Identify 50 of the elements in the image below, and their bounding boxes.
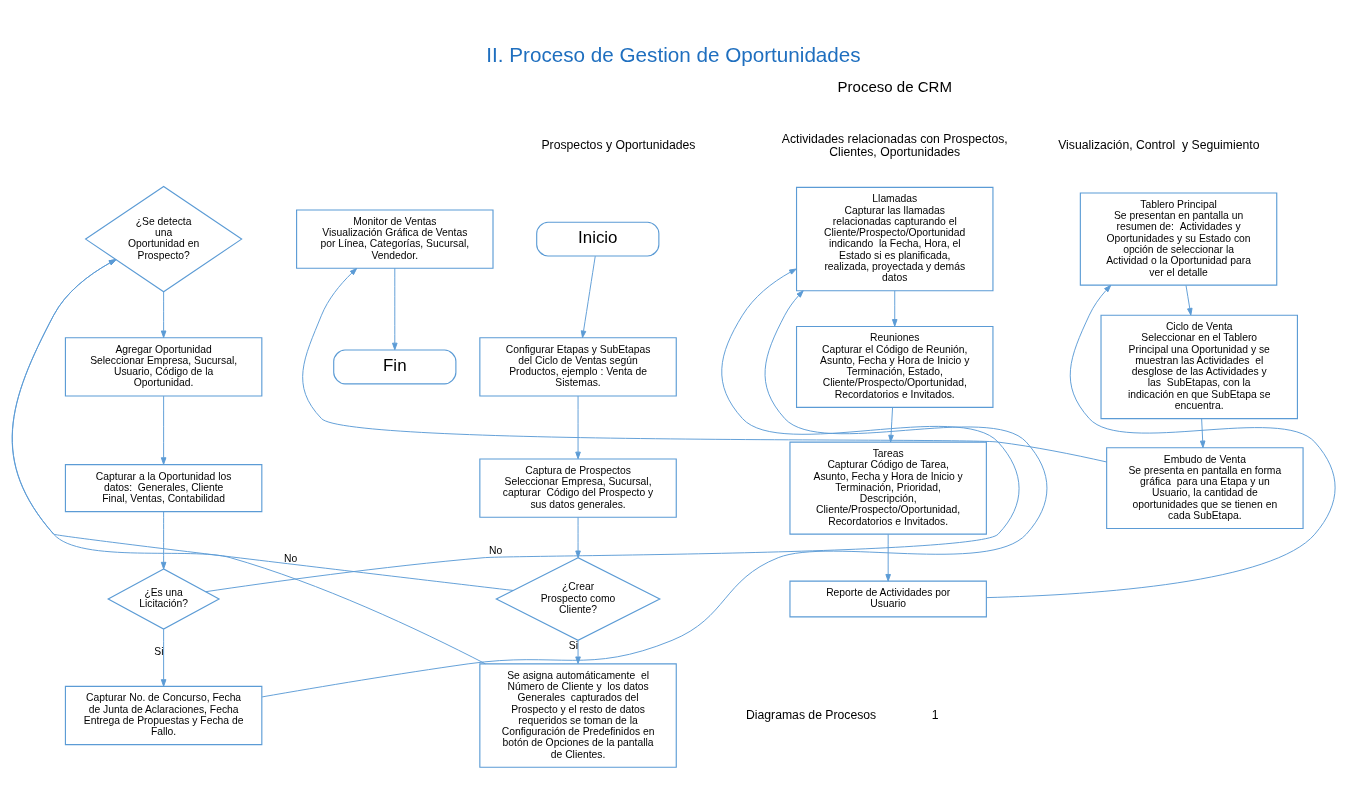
diagram-title: II. Proceso de Gestion de Oportunidades bbox=[486, 42, 861, 66]
node-box: Fin bbox=[333, 348, 457, 384]
arrow bbox=[160, 510, 167, 569]
arrow bbox=[12, 258, 486, 664]
node-box: Agregar Oportunidad Seleccionar Empresa, Sucursal, Usuario, Código de la Oportunidad. bbox=[64, 336, 263, 397]
node-box: Captura de Prospectos Seleccionar Empresa, Sucursal, capturar Código del Prospecto y sus datos generales. bbox=[479, 457, 677, 518]
node-diamond: ¿Se detecta una Oportunidad en Prospecto? bbox=[84, 185, 243, 292]
label: Actividades relacionadas con Prospectos, Clientes, Oportunidades bbox=[781, 131, 1008, 159]
label: Prospectos y Oportunidades bbox=[541, 137, 696, 152]
node-box: Tareas Capturar Código de Tarea, Asunto, Fecha y Hora de Inicio y Terminación, Prioridad, Descripción, Cliente/Prospecto/Oportunidad, Recordatorios e Invitados. bbox=[789, 441, 987, 535]
arrow bbox=[160, 291, 167, 338]
node-box: Configurar Etapas y SubEtapas del Ciclo de Ventas según Productos, ejemplo : Venta de Sistemas. bbox=[479, 336, 677, 397]
node-box: Inicio bbox=[536, 221, 660, 257]
arrow bbox=[1199, 417, 1206, 448]
node-diamond: ¿Es una Licitación? bbox=[107, 567, 221, 630]
arrow bbox=[985, 284, 1336, 598]
node-box: Ciclo de Venta Seleccionar en el Tablero Principal una Oportunidad y se muestran las Actividades el desglose de las Actividades y las SubEtapas, con la indicación en que SubEtapa se encuentra. bbox=[1100, 314, 1298, 419]
label: Proceso de CRM bbox=[837, 77, 952, 95]
arrow bbox=[891, 289, 898, 327]
edge-label: Si bbox=[568, 639, 578, 651]
node-box: Capturar No. de Concurso, Fecha de Junta de Aclaraciones, Fecha Entrega de Propuestas y Fecha de Fallo. bbox=[64, 685, 263, 745]
node-box: Embudo de Venta Se presenta en pantalla en forma gráfica para una Etapa y un Usuario, la cantidad de oportunidades que se tienen en cada SubEtapa. bbox=[1106, 446, 1304, 529]
node-diamond: ¿Crear Prospecto como Cliente? bbox=[495, 556, 662, 641]
node-box: Reuniones Capturar el Código de Reunión, Asunto, Fecha y Hora de Inicio y Terminación, Estado, Cliente/Prospecto/Oportunidad, Recordatorios e Invitados. bbox=[795, 325, 994, 408]
arrow bbox=[160, 628, 167, 687]
arrow bbox=[205, 268, 1020, 592]
node-box: Monitor de Ventas Visualización Gráfica de Ventas por Línea, Categorías, Sucursal, Vendedor. bbox=[296, 208, 494, 269]
node-box: Tablero Principal Se presentan en pantalla un resumen de: Actividades y Oportunidades y su Estado con opción de seleccionar la Actividad o la Oportunidad para ver el detalle bbox=[1079, 192, 1278, 286]
label: Visualización, Control y Seguimiento bbox=[1058, 137, 1260, 152]
label: Diagramas de Procesos bbox=[745, 707, 877, 722]
arrow bbox=[261, 289, 1048, 697]
arrow bbox=[302, 267, 1108, 462]
arrow bbox=[580, 255, 596, 338]
arrow bbox=[11, 258, 514, 591]
edge-label: No bbox=[284, 552, 298, 564]
arrow bbox=[575, 395, 581, 459]
node-box: Llamadas Capturar las llamadas relacionadas capturando el Cliente/Prospecto/Oportunidad indicando la Fecha, Hora, el Estado si es planificada, realizada, proyectada y demás datos bbox=[795, 186, 994, 291]
node-box: Reporte de Actividades por Usuario bbox=[789, 580, 987, 617]
arrow bbox=[575, 639, 581, 664]
arrow bbox=[885, 533, 891, 581]
node-box: Se asigna automáticamente el Número de Cliente y los datos Generales capturados del Prospecto y el resto de datos requeridos se toman de la Configuración de Predefinidos en botón de Opciones de la pantalla de Clientes. bbox=[479, 662, 677, 768]
arrow bbox=[160, 395, 167, 465]
arrow bbox=[888, 406, 894, 442]
edge-label: Si bbox=[154, 645, 164, 657]
label: 1 bbox=[931, 707, 939, 722]
node-box: Capturar a la Oportunidad los datos: Generales, Cliente Final, Ventas, Contabilidad bbox=[64, 463, 263, 512]
arrow bbox=[392, 267, 398, 350]
arrow bbox=[1185, 284, 1193, 315]
edge-label: No bbox=[489, 544, 503, 556]
arrow bbox=[575, 516, 581, 558]
